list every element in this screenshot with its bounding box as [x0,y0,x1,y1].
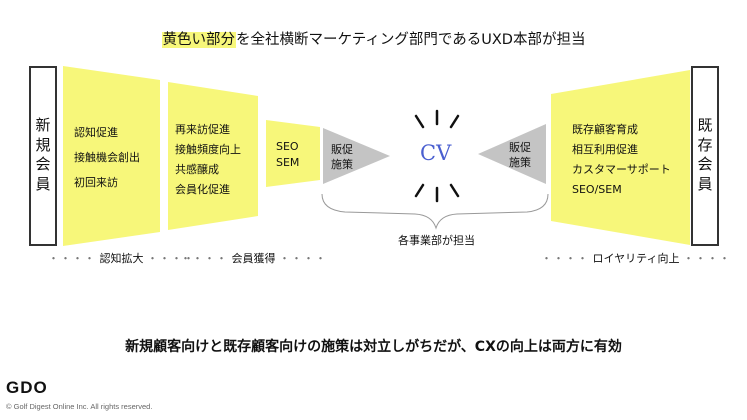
title-highlight: 黄色い部分 [161,32,237,48]
phase-loyalty: ・・・・ ロイヤリティ向上 ・・・・ [541,252,732,265]
seo-sem-shape [266,120,320,187]
page-title: 黄色い部分を全社横断マーケティング部門であるUXD本部が担当 [0,28,747,49]
existing-member-label: 既存会員 [697,116,713,193]
list-item: 既存顧客育成 [572,123,638,136]
copyright: © Golf Digest Online Inc. All rights res… [6,402,153,411]
cv-label: CV [420,141,452,165]
list-item: SEO/SEM [572,183,622,196]
sales-left-arrow-shape [323,128,390,184]
brace-label: 各事業部が担当 [398,234,475,247]
phase-awareness: ・・・・ 認知拡大 ・・・・ [48,252,195,265]
awareness-items: 認知促進 接触機会創出 初回来訪 [74,120,140,195]
phase-acquisition: ・・・・ 会員獲得 ・・・・ [180,252,327,265]
new-member-box: 新規会員 [29,66,57,246]
acquisition-items: 再来訪促進 接触頻度向上 共感醸成 会員化促進 [175,120,241,200]
new-member-label: 新規会員 [35,116,51,193]
sales-left-label: 販促施策 [331,143,353,171]
list-item: 接触機会創出 [74,151,140,164]
bottom-message: 新規顧客向けと既存顧客向けの施策は対立しがちだが、CXの向上は両方に有効 [125,339,622,355]
list-item: カスタマーサポート [572,163,671,176]
sales-right-arrow-shape [478,124,546,184]
funnel-diagram [63,66,690,246]
list-item: 認知促進 [74,126,118,139]
sales-right-label: 販促施策 [509,141,531,169]
awareness-funnel-shape [63,66,160,246]
loyalty-funnel-shape [551,70,690,245]
title-rest: を全社横断マーケティング部門であるUXD本部が担当 [236,32,586,48]
list-item: 共感醸成 [175,163,219,176]
seo-sem-items: SEO SEM [276,139,299,171]
list-item: 相互利用促進 [572,143,638,156]
list-item: SEM [276,156,300,169]
list-item: SEO [276,140,299,153]
list-item: 初回来訪 [74,176,118,189]
brace [321,193,549,230]
gdo-logo: GDO [6,378,48,397]
cv-burst-icon [414,109,460,203]
acquisition-funnel-shape [168,82,258,230]
list-item: 接触頻度向上 [175,143,241,156]
existing-member-box: 既存会員 [691,66,719,246]
list-item: 再来訪促進 [175,123,230,136]
list-item: 会員化促進 [175,183,230,196]
loyalty-items: 既存顧客育成 相互利用促進 カスタマーサポート SEO/SEM [572,120,671,200]
